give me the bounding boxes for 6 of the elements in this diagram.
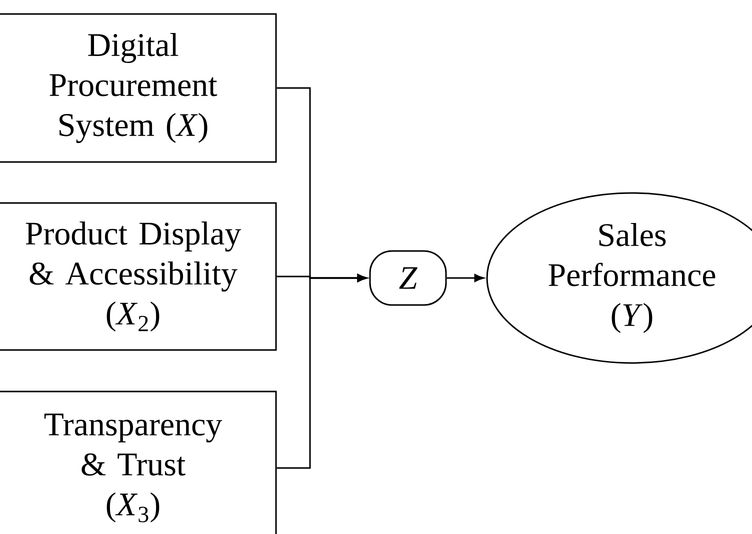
rounded-box: Z [369,250,447,306]
process-box: Digital Procurement System (X) [0,13,277,163]
process-box: Transparency & Trust (X$_{3}$) [0,390,277,534]
process-box: Product Display & Accessibility (X$_{2}$) [0,202,277,351]
arrow [446,274,484,282]
arrow [276,274,367,469]
